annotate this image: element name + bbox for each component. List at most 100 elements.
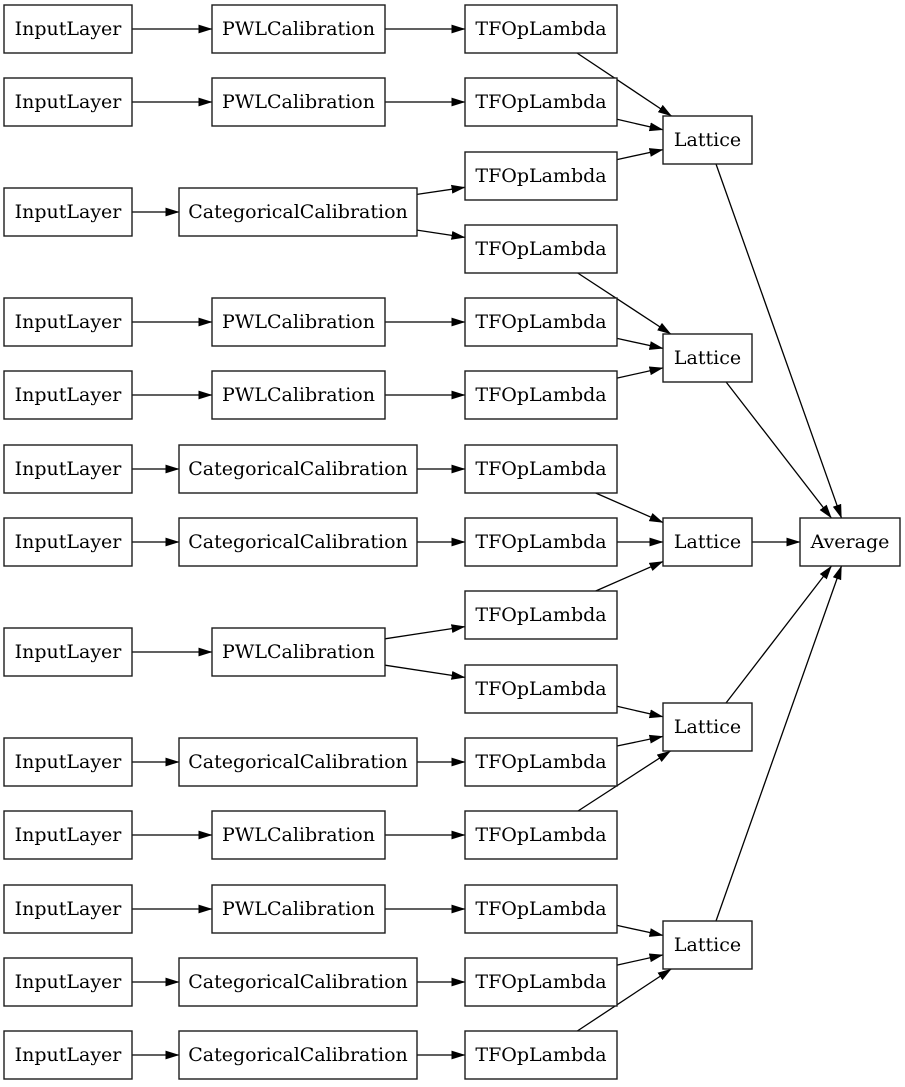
node-box-cat3 (178, 517, 418, 567)
node-box-tf7 (464, 444, 618, 494)
node-box-tf8 (464, 517, 618, 567)
node-label-tf9: TFOpLambda (475, 604, 606, 626)
edge-lat2-avg (725, 381, 832, 519)
node-label-pwl5: PWLCalibration (222, 641, 375, 663)
node-box-in6 (3, 444, 133, 494)
node-box-pwl5 (211, 627, 386, 677)
node-label-tf14: TFOpLambda (475, 971, 606, 993)
node-box-in4 (3, 297, 133, 347)
node-label-tf7: TFOpLambda (475, 458, 606, 480)
node-label-pwl7: PWLCalibration (222, 898, 375, 920)
node-avg: Average (799, 517, 901, 567)
edge-tf10-lat4 (616, 705, 664, 719)
node-box-in10 (3, 810, 133, 860)
node-cat1: CategoricalCalibration (178, 187, 418, 237)
node-label-in9: InputLayer (15, 751, 123, 773)
node-label-in8: InputLayer (15, 641, 123, 663)
node-box-tf11 (464, 737, 618, 787)
node-cat4: CategoricalCalibration (178, 737, 418, 787)
node-label-in10: InputLayer (15, 824, 123, 846)
node-label-cat1: CategoricalCalibration (188, 201, 408, 223)
edge-tf3-lat1 (616, 148, 664, 161)
node-in1: InputLayer (3, 4, 133, 54)
node-label-in7: InputLayer (15, 531, 123, 553)
node-lat1: Lattice (662, 115, 753, 165)
edge-lat4-avg (725, 565, 833, 704)
node-label-in4: InputLayer (15, 311, 123, 333)
node-tf8: TFOpLambda (464, 517, 618, 567)
edge-tf1-lat1 (576, 52, 672, 117)
node-in2: InputLayer (3, 77, 133, 127)
node-box-cat2 (178, 444, 418, 494)
node-box-lat1 (662, 115, 753, 165)
node-tf14: TFOpLambda (464, 957, 618, 1007)
node-box-in1 (3, 4, 133, 54)
node-box-avg (799, 517, 901, 567)
node-label-pwl4: PWLCalibration (222, 384, 375, 406)
node-cat5: CategoricalCalibration (178, 957, 418, 1007)
node-in8: InputLayer (3, 627, 133, 677)
node-in7: InputLayer (3, 517, 133, 567)
node-label-pwl3: PWLCalibration (222, 311, 375, 333)
node-in10: InputLayer (3, 810, 133, 860)
node-box-tf12 (464, 810, 618, 860)
node-pwl4: PWLCalibration (211, 370, 386, 420)
edge-tf12-lat4 (577, 750, 671, 812)
node-label-avg: Average (810, 531, 890, 553)
node-label-lat1: Lattice (674, 129, 741, 151)
node-label-tf6: TFOpLambda (475, 384, 606, 406)
node-tf5: TFOpLambda (464, 297, 618, 347)
edge-lat1-avg (715, 163, 843, 519)
node-tf10: TFOpLambda (464, 664, 618, 714)
node-cat2: CategoricalCalibration (178, 444, 418, 494)
node-label-pwl6: PWLCalibration (222, 824, 375, 846)
node-box-tf5 (464, 297, 618, 347)
node-box-tf3 (464, 151, 618, 201)
node-box-tf6 (464, 370, 618, 420)
node-in13: InputLayer (3, 1030, 133, 1080)
node-tf13: TFOpLambda (464, 884, 618, 934)
node-label-in2: InputLayer (15, 91, 123, 113)
node-pwl5: PWLCalibration (211, 627, 386, 677)
node-box-tf15 (464, 1030, 618, 1080)
node-lat3: Lattice (662, 517, 753, 567)
node-cat6: CategoricalCalibration (178, 1030, 418, 1080)
node-label-in5: InputLayer (15, 384, 123, 406)
node-label-cat6: CategoricalCalibration (188, 1044, 408, 1066)
node-box-in3 (3, 187, 133, 237)
node-box-tf4 (464, 224, 618, 274)
node-box-lat4 (662, 702, 753, 752)
node-box-in2 (3, 77, 133, 127)
node-box-in7 (3, 517, 133, 567)
node-box-pwl4 (211, 370, 386, 420)
node-tf1: TFOpLambda (464, 4, 618, 54)
node-tf3: TFOpLambda (464, 151, 618, 201)
node-box-cat1 (178, 187, 418, 237)
node-label-in1: InputLayer (15, 18, 123, 40)
node-box-cat4 (178, 737, 418, 787)
node-label-tf4: TFOpLambda (475, 238, 606, 260)
edge-cat1-tf4 (416, 229, 466, 240)
node-tf12: TFOpLambda (464, 810, 618, 860)
edge-cat1-tf3 (416, 184, 466, 196)
edge-pwl5-tf10 (384, 664, 466, 680)
node-box-tf14 (464, 957, 618, 1007)
node-label-tf10: TFOpLambda (475, 678, 606, 700)
node-label-cat2: CategoricalCalibration (188, 458, 408, 480)
node-box-lat2 (662, 333, 753, 383)
node-tf11: TFOpLambda (464, 737, 618, 787)
node-box-tf2 (464, 77, 618, 127)
node-lat5: Lattice (662, 920, 753, 970)
node-box-lat3 (662, 517, 753, 567)
node-box-pwl1 (211, 4, 386, 54)
node-label-tf12: TFOpLambda (475, 824, 606, 846)
node-label-in6: InputLayer (15, 458, 123, 480)
node-in12: InputLayer (3, 957, 133, 1007)
node-label-cat3: CategoricalCalibration (188, 531, 408, 553)
node-box-in5 (3, 370, 133, 420)
node-lat2: Lattice (662, 333, 753, 383)
edge-pwl5-tf9 (384, 624, 466, 640)
node-box-in13 (3, 1030, 133, 1080)
